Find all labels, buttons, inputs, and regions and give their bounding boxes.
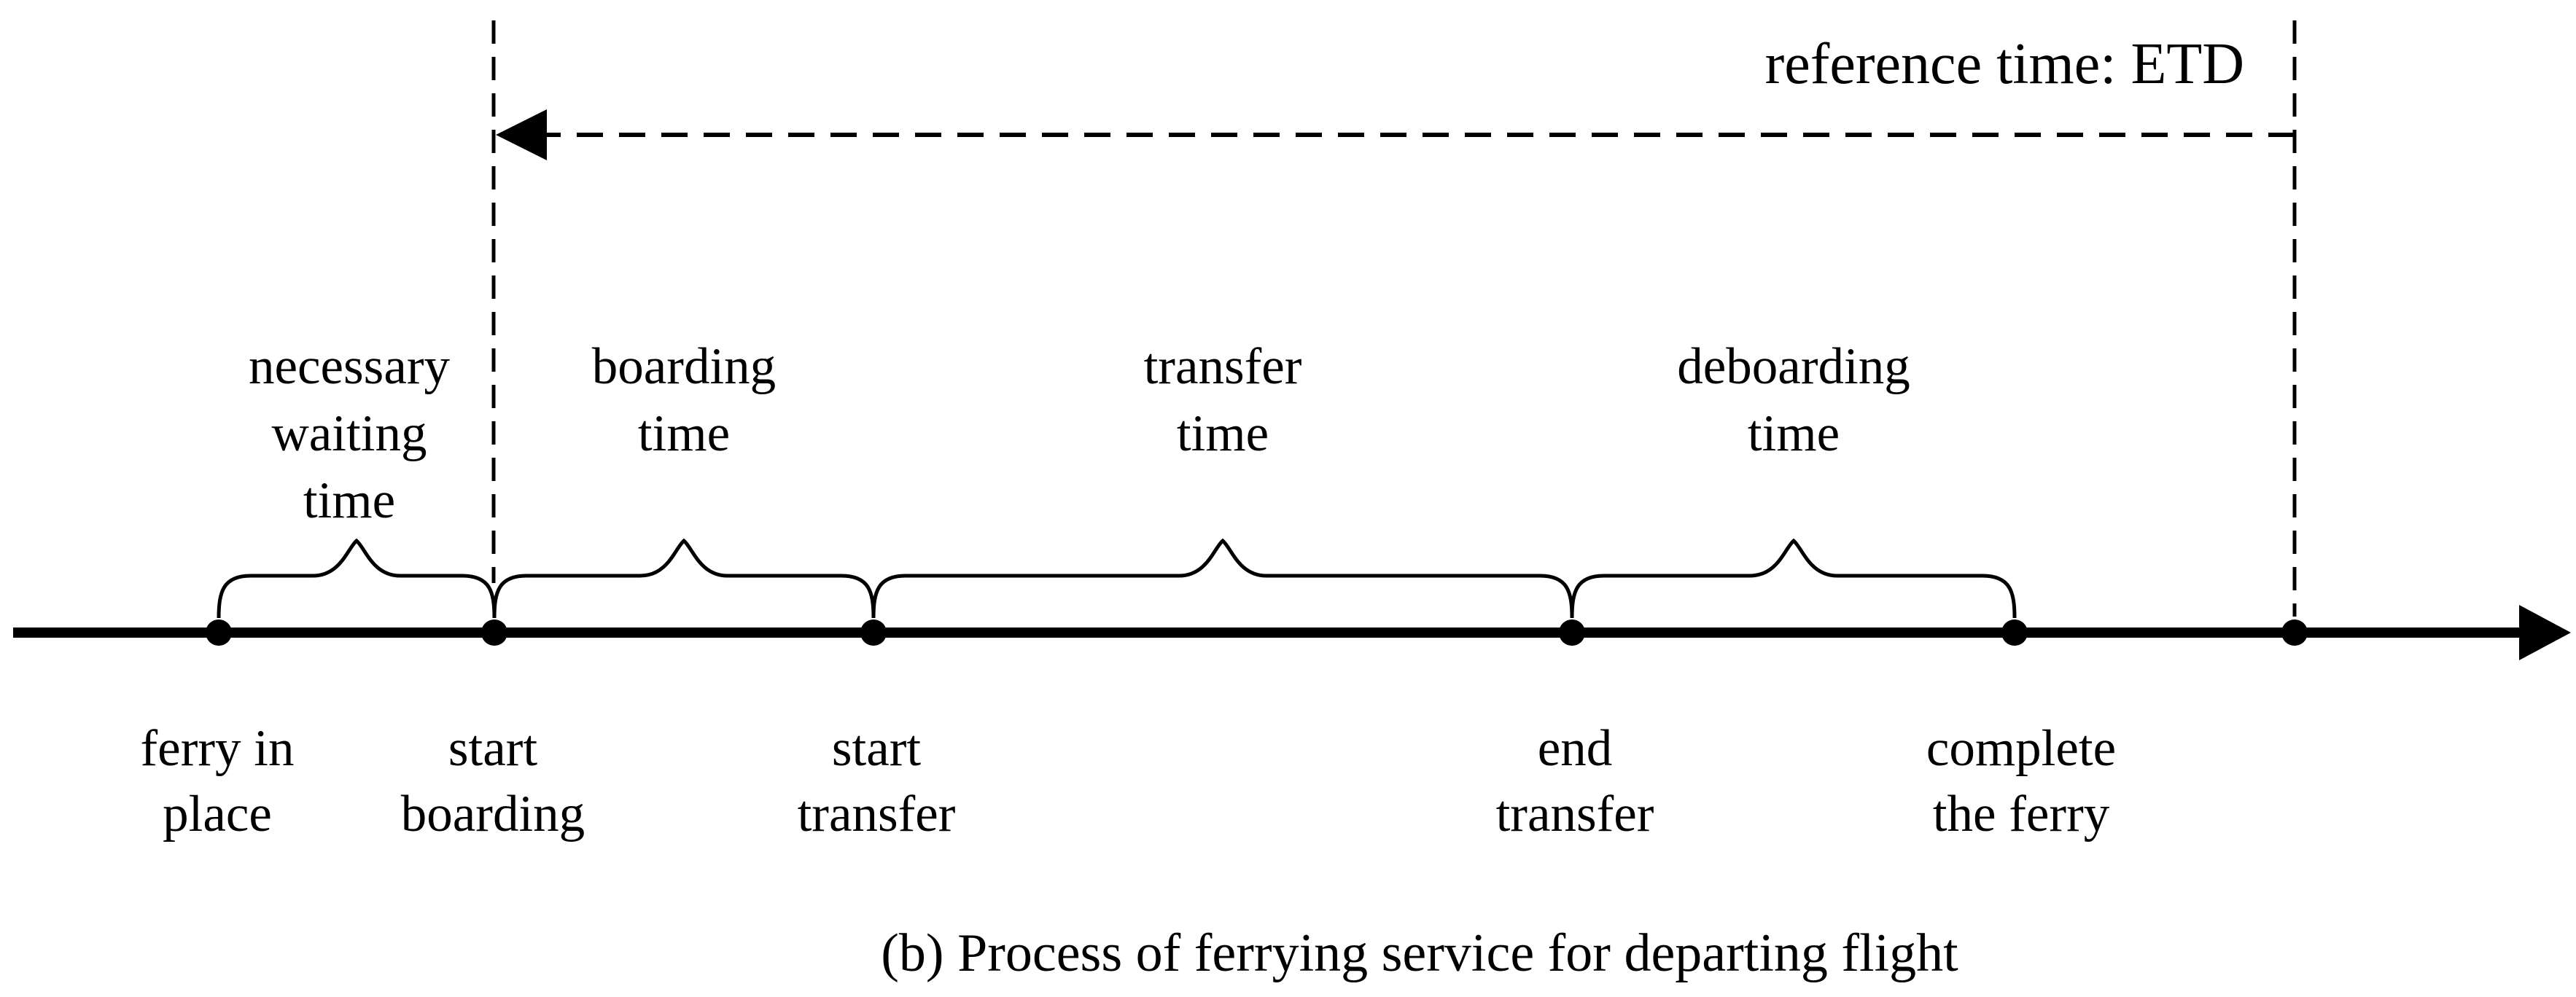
dot-complete-ferry xyxy=(2001,619,2028,646)
interval-line: time xyxy=(1747,405,1840,462)
interval-label-boarding-time: boarding time xyxy=(465,333,903,467)
event-line: the ferry xyxy=(1932,786,2110,842)
event-label-start-boarding: start boarding xyxy=(303,716,682,847)
interval-line: time xyxy=(637,405,731,462)
event-label-ferry-in-place: ferry in place xyxy=(28,716,407,847)
interval-line: necessary xyxy=(249,338,450,395)
figure-caption: (b) Process of ferrying service for depa… xyxy=(763,920,2076,987)
interval-line: boarding xyxy=(591,338,777,395)
interval-line: time xyxy=(1176,405,1269,462)
event-line: end xyxy=(1537,720,1613,777)
interval-line: waiting xyxy=(271,405,427,462)
interval-label-deboarding-time: deboarding time xyxy=(1575,333,2012,467)
dot-end-transfer xyxy=(1559,619,1585,646)
reference-arrowhead-left-icon xyxy=(496,109,547,160)
interval-line: deboarding xyxy=(1677,338,1910,395)
event-line: transfer xyxy=(1495,786,1654,842)
event-line: complete xyxy=(1926,720,2117,777)
brace-transfer-time xyxy=(871,538,1574,619)
interval-line: time xyxy=(303,472,396,529)
event-line: ferry in xyxy=(140,720,295,777)
dot-start-boarding xyxy=(481,619,507,646)
event-line: start xyxy=(448,720,538,777)
event-line: place xyxy=(163,786,272,842)
dot-start-transfer xyxy=(860,619,887,646)
dot-etd xyxy=(2281,619,2308,646)
dot-ferry-in-place xyxy=(206,619,232,646)
event-label-end-transfer: end transfer xyxy=(1385,716,1764,847)
interval-line: transfer xyxy=(1143,338,1302,395)
brace-necessary-waiting-time xyxy=(217,538,497,619)
reference-time-label: reference time: ETD xyxy=(1223,29,2244,99)
brace-boarding-time xyxy=(492,538,876,619)
timeline-arrowhead-icon xyxy=(2519,605,2571,660)
event-label-complete-the-ferry: complete the ferry xyxy=(1832,716,2211,847)
interval-label-transfer-time: transfer time xyxy=(1004,333,1441,467)
caption-text: (b) Process of ferrying service for depa… xyxy=(881,923,1958,983)
brace-deboarding-time xyxy=(1570,538,2017,619)
event-line: transfer xyxy=(797,786,956,842)
event-line: boarding xyxy=(400,786,585,842)
event-label-start-transfer: start transfer xyxy=(687,716,1066,847)
reference-time-text: reference time: ETD xyxy=(1764,32,2244,96)
interval-label-necessary-waiting-time: necessary waiting time xyxy=(131,333,568,534)
event-line: start xyxy=(831,720,922,777)
